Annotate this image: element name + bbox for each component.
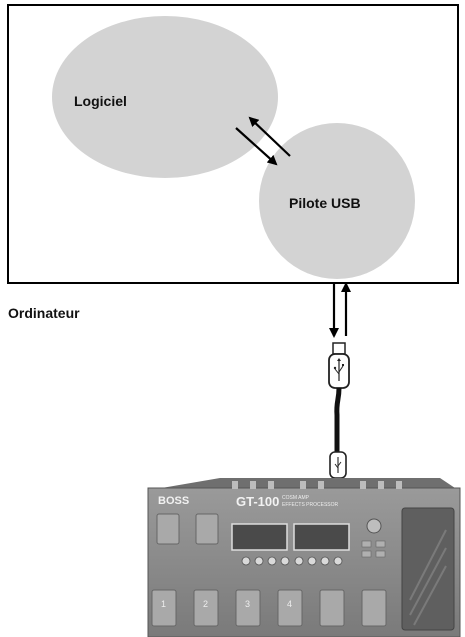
footswitch-5 [319,589,345,627]
arrow-software-to-driver [235,127,278,166]
usb-symbol-icon [333,358,344,381]
footswitch-4: 4 [277,589,303,627]
footswitch-2: 2 [193,589,219,627]
gt100-device: BOSS GT-100 COSM AMP EFFECTS PROCESSOR [147,478,461,637]
device-jacks [232,481,402,489]
device-brand: BOSS [158,495,189,507]
usb-a-connector [328,342,350,389]
footswitch-3: 3 [235,589,261,627]
device-subtitle-1: COSM AMP [282,495,310,501]
panel-buttons [361,540,386,558]
value-dial [366,518,382,534]
usb-driver-label: Pilote USB [289,195,361,211]
pedal-left-2 [195,513,219,545]
software-label: Logiciel [74,93,127,109]
computer-label: Ordinateur [8,305,80,321]
device-model: GT-100 [236,494,279,509]
svg-text:4: 4 [287,599,292,609]
knob-row [241,556,343,566]
expression-pedal-grip [409,529,447,601]
usb-cable [334,387,342,452]
software-bubble [52,16,278,178]
arrow-driver-to-software [248,116,291,157]
footswitch-1: 1 [151,589,177,627]
expression-pedal [401,507,455,631]
pedal-left-1 [156,513,180,545]
display-left [231,523,288,551]
svg-text:1: 1 [161,599,166,609]
usb-symbol-icon [334,457,342,473]
device-subtitle-2: EFFECTS PROCESSOR [282,502,339,508]
display-right [293,523,350,551]
svg-text:2: 2 [203,599,208,609]
usb-driver-bubble [259,123,415,279]
svg-text:3: 3 [245,599,250,609]
footswitch-6 [361,589,387,627]
